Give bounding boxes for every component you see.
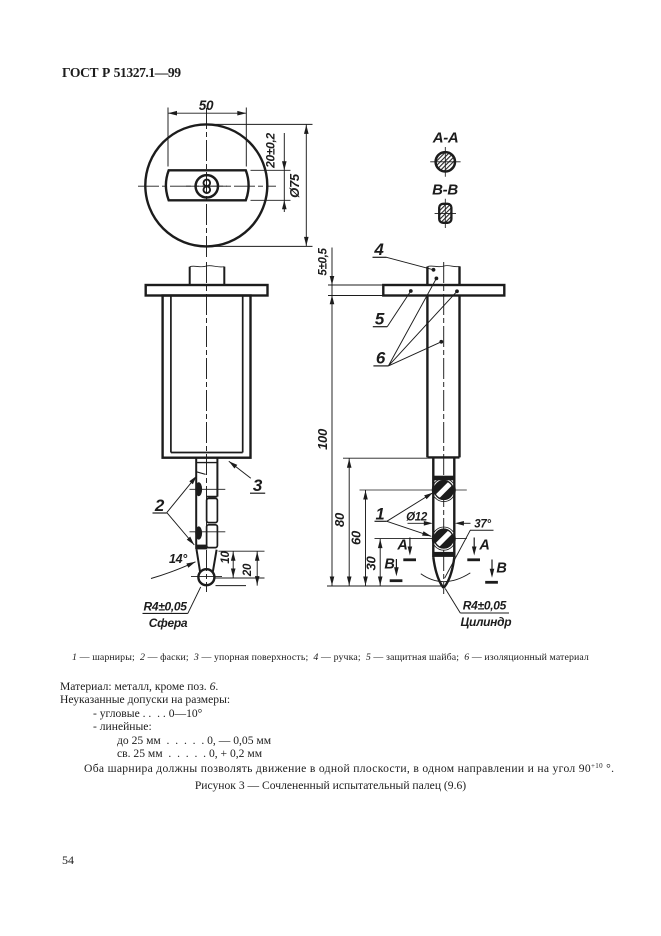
dim-disc-diameter-label: Ø75 [287,173,302,198]
callout-cylinder: R4±0,05 Цилиндр [444,588,512,629]
part-label-5-text: 5 [375,310,385,329]
part-label-3-text: 3 [253,476,263,495]
front-tip-collar [196,544,208,550]
figure-legend: 1 — шарниры; 2 — фаски; 3 — упорная пове… [72,651,589,663]
note-hinges-sup: +10 [590,761,603,770]
dim-slot-height: 20±0,2 [250,132,291,212]
part-label-4-text: 4 [373,240,384,259]
section-a-right-letter: А [478,538,489,554]
side-washer [382,283,506,297]
part-label-2-text: 2 [154,496,165,515]
side-hinge-2 [431,526,456,551]
part-label-2: 2 [152,474,199,547]
dim-tip: 10 20 [214,551,265,587]
part-label-6: 6 [373,276,459,368]
section-mark-b-right: В [485,559,507,584]
section-mark-a-left: А [396,537,416,562]
section-a-left-letter: А [396,538,407,554]
callout-cylinder-radius: R4±0,05 [463,599,507,613]
side-rod [426,266,461,459]
section-mark-a-right: А [467,537,490,562]
slot-outline [164,169,250,202]
front-body [161,294,252,459]
figure-title: Рисунок 3 — Сочлененный испытательный па… [194,778,467,792]
front-finger [189,457,226,587]
standard-code: ГОСТ Р 51327.1—99 [62,64,181,80]
section-views: А-А В-В [430,130,461,228]
top-view: 50 20±0,2 Ø75 [138,98,313,259]
dim-overall-length-label: 100 [315,428,330,450]
part-label-6-text: 6 [376,349,386,368]
dim-80-60-30: 80 60 30 [327,457,444,587]
dim-joint2-label: 30 [364,556,379,571]
dim-disc-diameter: Ø75 [209,123,313,247]
section-bb-view [434,198,456,228]
dim-tip-10-label: 10 [220,551,232,564]
part-label-1-text: 1 [376,506,385,524]
front-joint-pin-2 [195,526,203,540]
section-b-right-letter: В [496,561,506,577]
dim-slot-width: 50 [167,98,247,167]
note-linear-intro: - линейные: [93,720,152,733]
side-rod-break-line [427,265,460,268]
note-angular: - угловые . . . . 0—10° [93,706,203,720]
page-number: 54 [62,852,74,867]
callout-sphere-radius: R4±0,05 [144,600,188,614]
note-tolerances-intro: Неуказанные допуски на размеры: [60,693,231,706]
dim-tip-angle-label: 37° [474,519,491,531]
dim-finger-length-label: 80 [332,512,347,527]
note-hinges-suffix: °. [602,761,615,775]
note-linear-upto: до 25 мм . . . . . 0, — 0,05 мм [117,733,272,747]
side-hinge-1 [431,477,456,503]
front-body-inner-walls [170,295,244,454]
dim-washer-100: 5±0,5 100 [315,247,384,586]
section-mark-b-left: В [384,557,403,583]
section-bb-title: В-В [432,182,458,199]
dim-tip-20-label: 20 [242,563,254,577]
note-hinges: Оба шарнира должны позволять движение в … [84,760,661,775]
callout-sphere-label: Сфера [149,616,188,630]
front-handle-sides [188,266,226,285]
part-label-1: 1 [374,490,435,539]
dim-washer-thickness-label: 5±0,5 [318,248,330,276]
section-aa-view [430,147,461,177]
dim-slot-width-label: 50 [199,98,214,113]
dim-finger-diameter-label: Ø12 [406,512,428,524]
part-label-3: 3 [227,459,266,495]
dim-finger-diameter: Ø12 [406,512,433,526]
note-linear-over: св. 25 мм . . . . . 0, + 0,2 мм [117,747,263,760]
part-label-5: 5 [372,289,413,329]
note-material-suffix: . [215,679,219,693]
side-view: 4 5 6 1 [315,240,512,629]
dim-taper-angle: 14° [150,552,197,579]
note-material: Материал: металл, кроме поз. 6. [60,680,218,693]
front-view: 2 3 14° 10 20 [142,262,269,630]
dim-slot-height-label: 20±0,2 [264,132,278,168]
note-hinges-prefix: Оба шарнира должны позволять движение в … [84,761,591,775]
front-handle-break-line [189,265,225,268]
part-label-4: 4 [372,240,436,272]
callout-cylinder-label: Цилиндр [461,615,512,629]
dim-tip-angle: 37° [444,519,494,579]
section-b-left-letter: В [384,557,394,573]
dim-taper-angle-label: 14° [169,552,188,566]
side-finger [359,457,471,589]
callout-sphere: R4±0,05 Сфера [142,586,202,630]
dim-joint1-label: 60 [349,530,364,545]
note-material-pos: 6 [209,679,216,693]
note-material-prefix: Материал: металл, кроме поз. [60,679,210,693]
section-aa-title: А-А [432,130,459,147]
tip-angle-arc [420,572,471,583]
front-tip-sphere [197,568,216,587]
